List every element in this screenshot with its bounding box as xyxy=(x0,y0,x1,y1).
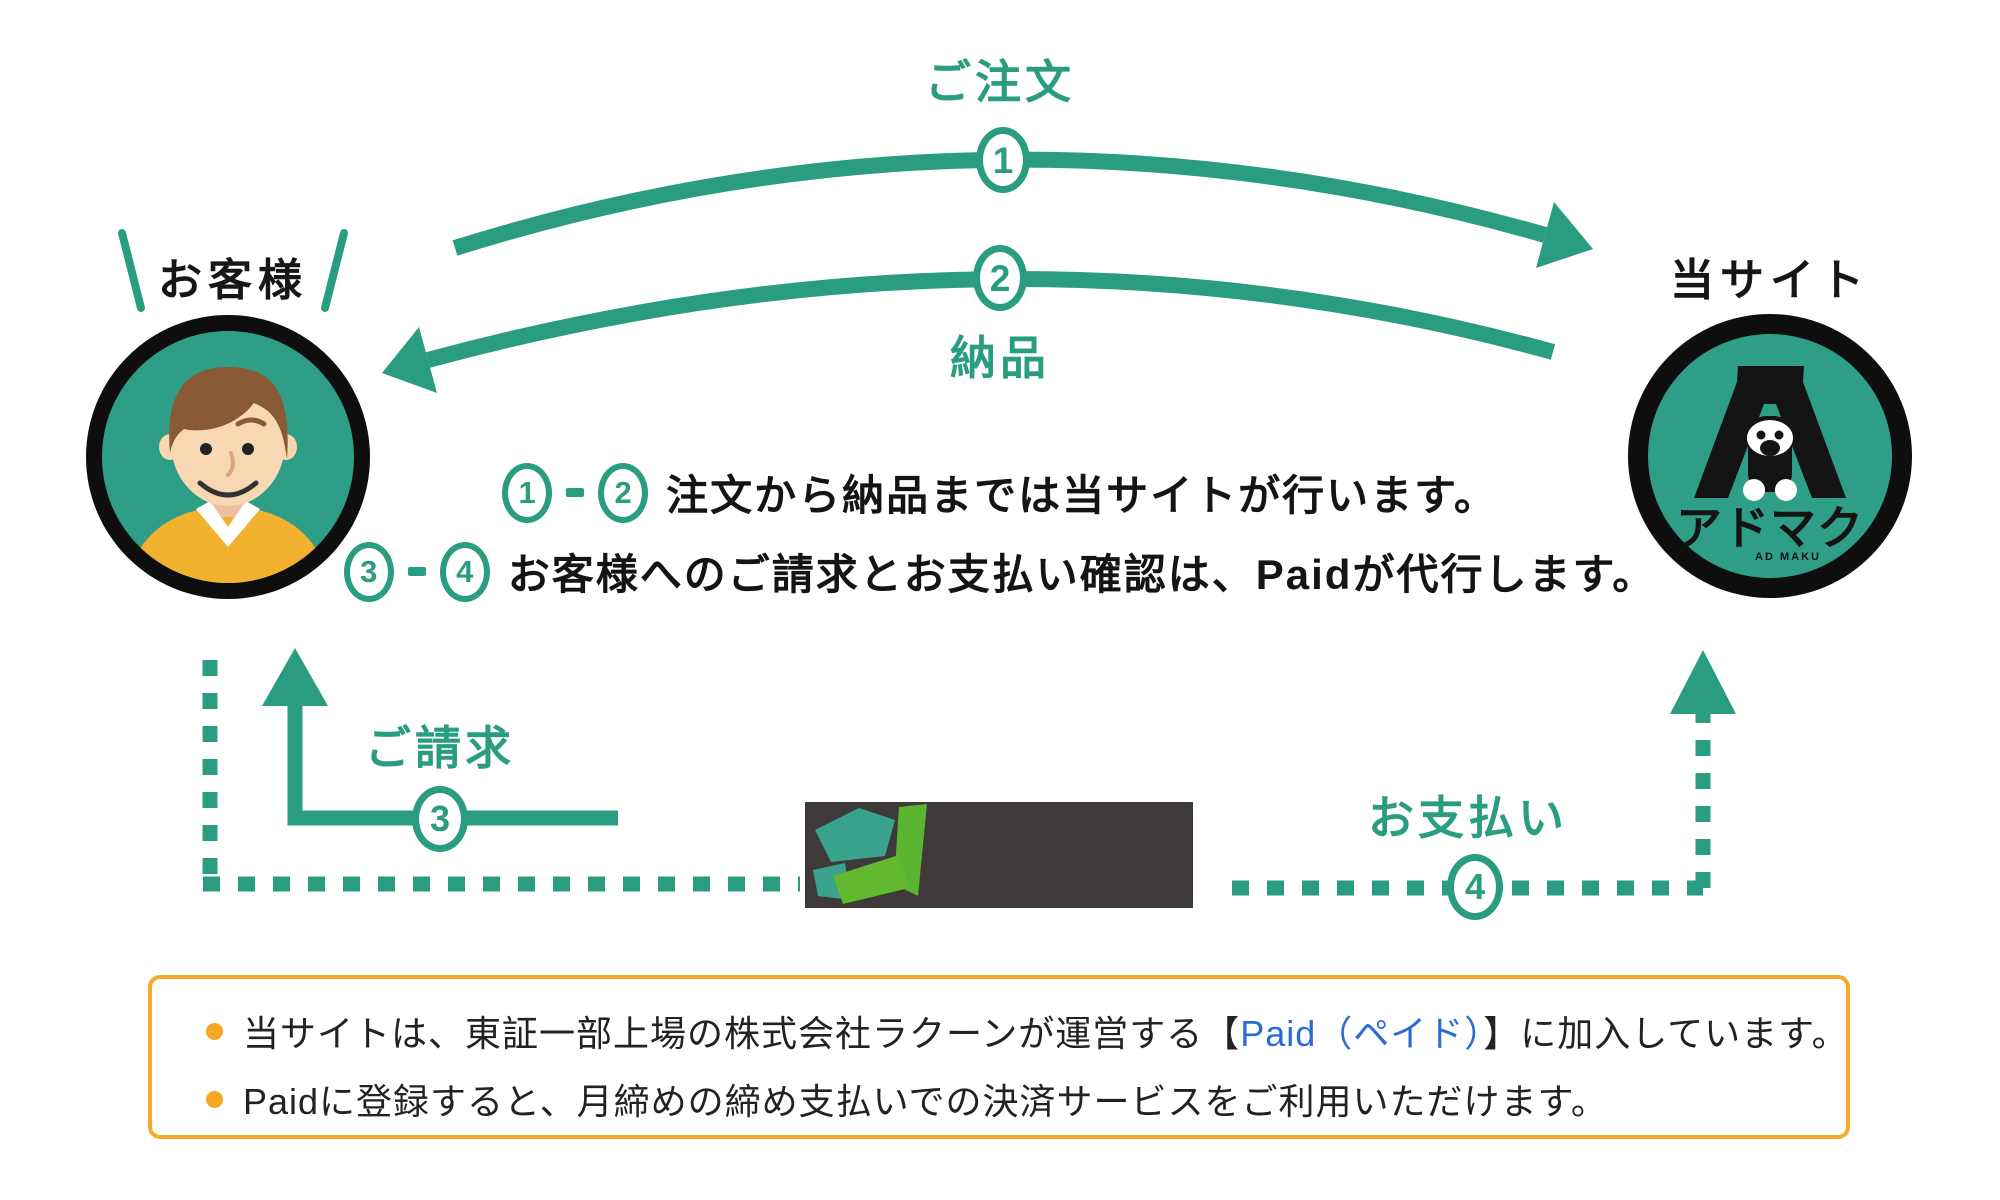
billing-line xyxy=(287,700,618,826)
site-label: 当サイト xyxy=(1670,256,1870,305)
order-arrowhead-icon xyxy=(1536,202,1593,268)
note-1-dash-icon xyxy=(566,488,585,497)
site-logo-subtext: AD MAKU xyxy=(1755,551,1821,563)
info-line-1-pre: 当サイトは、東証一部上場の株式会社ラクーンが運営する【 xyxy=(243,1013,1241,1054)
note-2-to-badge: 4 xyxy=(439,541,490,602)
order-label: ご注文 xyxy=(925,56,1075,108)
notes-block: 1 2 注文から納品までは当サイトが行います。 3 4 お客様へのご請求とお支払… xyxy=(0,462,2000,620)
paid-logo-box xyxy=(805,802,1193,908)
payment-arrowhead-icon xyxy=(1670,650,1736,714)
customer-slash-right-icon xyxy=(321,229,348,312)
paid-link[interactable]: Paid（ペイド） xyxy=(1240,1013,1484,1054)
billing-arrowhead-icon xyxy=(262,648,328,706)
step-2-badge: 2 xyxy=(973,245,1027,311)
bullet-dot-icon xyxy=(206,1022,223,1040)
paid-logo-icon xyxy=(813,804,927,904)
bullet-dot-icon xyxy=(206,1090,223,1108)
info-line-1: 当サイトは、東証一部上場の株式会社ラクーンが運営する【Paid（ペイド）】に加入… xyxy=(206,1005,1848,1057)
note-row-2: 3 4 お客様へのご請求とお支払い確認は、Paidが代行します。 xyxy=(0,541,2000,602)
note-2-dash-icon xyxy=(407,567,426,576)
note-1-from-badge: 1 xyxy=(502,462,553,523)
payment-label: お支払い xyxy=(1368,792,1568,844)
note-1-text: 注文から納品までは当サイトが行います。 xyxy=(666,472,1498,519)
step-4-badge: 4 xyxy=(1447,854,1503,920)
info-line-2-text: Paidに登録すると、月締めの締め支払いでの決済サービスをご利用いただけます。 xyxy=(243,1081,1608,1122)
site-logo-mascot-icon xyxy=(1694,366,1846,501)
note-row-1: 1 2 注文から納品までは当サイトが行います。 xyxy=(0,462,2000,523)
customer-label: お客様 xyxy=(158,256,308,305)
customer-slash-left-icon xyxy=(118,229,145,312)
info-line-2: Paidに登録すると、月締めの締め支払いでの決済サービスをご利用いただけます。 xyxy=(206,1073,1792,1125)
site-logo: アドマク AD MAKU xyxy=(1628,314,1912,598)
delivery-label: 納品 xyxy=(950,332,1050,384)
note-2-from-badge: 3 xyxy=(343,541,394,602)
step-1-badge: 1 xyxy=(976,127,1030,193)
step-3-badge: 3 xyxy=(412,786,468,852)
info-line-1-post: 】に加入しています。 xyxy=(1483,1013,1849,1054)
paid-info-box: 当サイトは、東証一部上場の株式会社ラクーンが運営する【Paid（ペイド）】に加入… xyxy=(148,975,1850,1139)
delivery-arrowhead-icon xyxy=(382,327,437,393)
customer-avatar xyxy=(86,315,370,599)
site-logo-text: アドマク xyxy=(1676,502,1864,554)
info-line-1-text: 当サイトは、東証一部上場の株式会社ラクーンが運営する【Paid（ペイド）】に加入… xyxy=(243,1005,1849,1057)
note-1-to-badge: 2 xyxy=(598,462,649,523)
note-2-text: お客様へのご請求とお支払い確認は、Paidが代行します。 xyxy=(507,551,1657,598)
billing-label: ご請求 xyxy=(365,722,515,774)
